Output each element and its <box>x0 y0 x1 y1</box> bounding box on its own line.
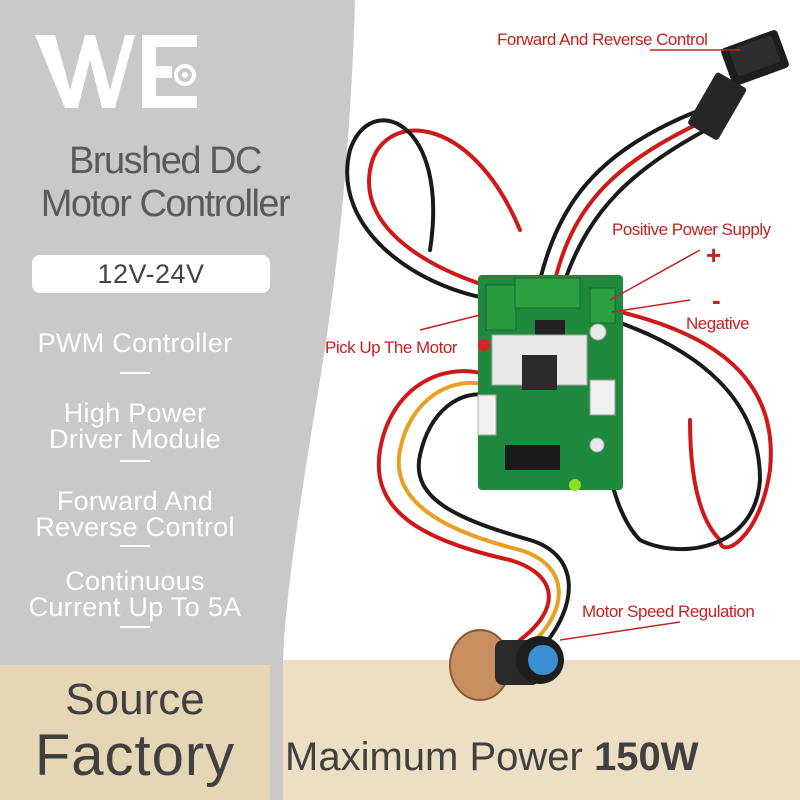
label-negative: Negative <box>686 314 750 333</box>
switch-wire-black <box>538 108 702 282</box>
feature-pwm: PWM Controller <box>0 328 270 358</box>
feature-forward-reverse: Forward And Reverse Control <box>0 486 270 542</box>
label-plus: + <box>706 240 722 270</box>
motor-wire-black <box>345 118 499 302</box>
pot-wire-black <box>416 392 571 652</box>
power-wire-red <box>610 308 773 550</box>
pot-wire-yellow <box>396 380 561 647</box>
source-block <box>0 665 270 800</box>
feature-divider <box>120 626 150 628</box>
max-power-banner: Maximum Power 150W <box>285 735 785 795</box>
label-minus: - <box>712 285 721 315</box>
motor-wire-red <box>367 128 522 292</box>
feature-text: Reverse Control <box>35 512 235 542</box>
callout-lines <box>419 49 740 641</box>
brand-logo-icon <box>35 35 197 108</box>
label-forward-reverse: Forward And Reverse Control <box>497 30 708 49</box>
feature-divider <box>120 460 150 462</box>
feature-current: Continuous Current Up To 5A <box>0 566 270 622</box>
gray-side-panel <box>0 0 355 800</box>
max-power-value: 150W <box>593 735 699 779</box>
label-speed-regulation: Motor Speed Regulation <box>582 602 755 621</box>
feature-text: Driver Module <box>49 424 221 454</box>
pcb-board <box>477 275 623 491</box>
feature-divider <box>120 372 150 374</box>
label-pick-motor: Pick Up The Motor <box>325 338 457 357</box>
feature-text: Forward And <box>56 486 214 516</box>
title-line-2: Motor Controller <box>40 183 291 225</box>
switch-wire-red <box>553 116 712 282</box>
title-line-1: Brushed DC <box>69 140 262 182</box>
max-power-label: Maximum Power <box>285 735 594 779</box>
power-wire-black <box>608 318 763 552</box>
wires <box>345 108 773 652</box>
feature-driver: High Power Driver Module <box>0 398 270 454</box>
pot-wire-red <box>376 369 551 642</box>
factory-text: Factory <box>34 723 236 788</box>
feature-text: High Power <box>63 398 207 428</box>
rocker-switch-icon <box>688 30 789 140</box>
source-text: Source <box>65 675 205 724</box>
feature-text: PWM Controller <box>37 328 233 358</box>
voltage-badge: 12V-24V <box>32 255 270 293</box>
feature-text: Continuous <box>65 566 205 596</box>
potentiometer-icon <box>449 629 564 701</box>
feature-divider <box>120 545 150 547</box>
feature-text: Current Up To 5A <box>28 592 242 622</box>
label-positive: Positive Power Supply <box>612 220 771 239</box>
switch-wire-black-2 <box>563 123 717 282</box>
